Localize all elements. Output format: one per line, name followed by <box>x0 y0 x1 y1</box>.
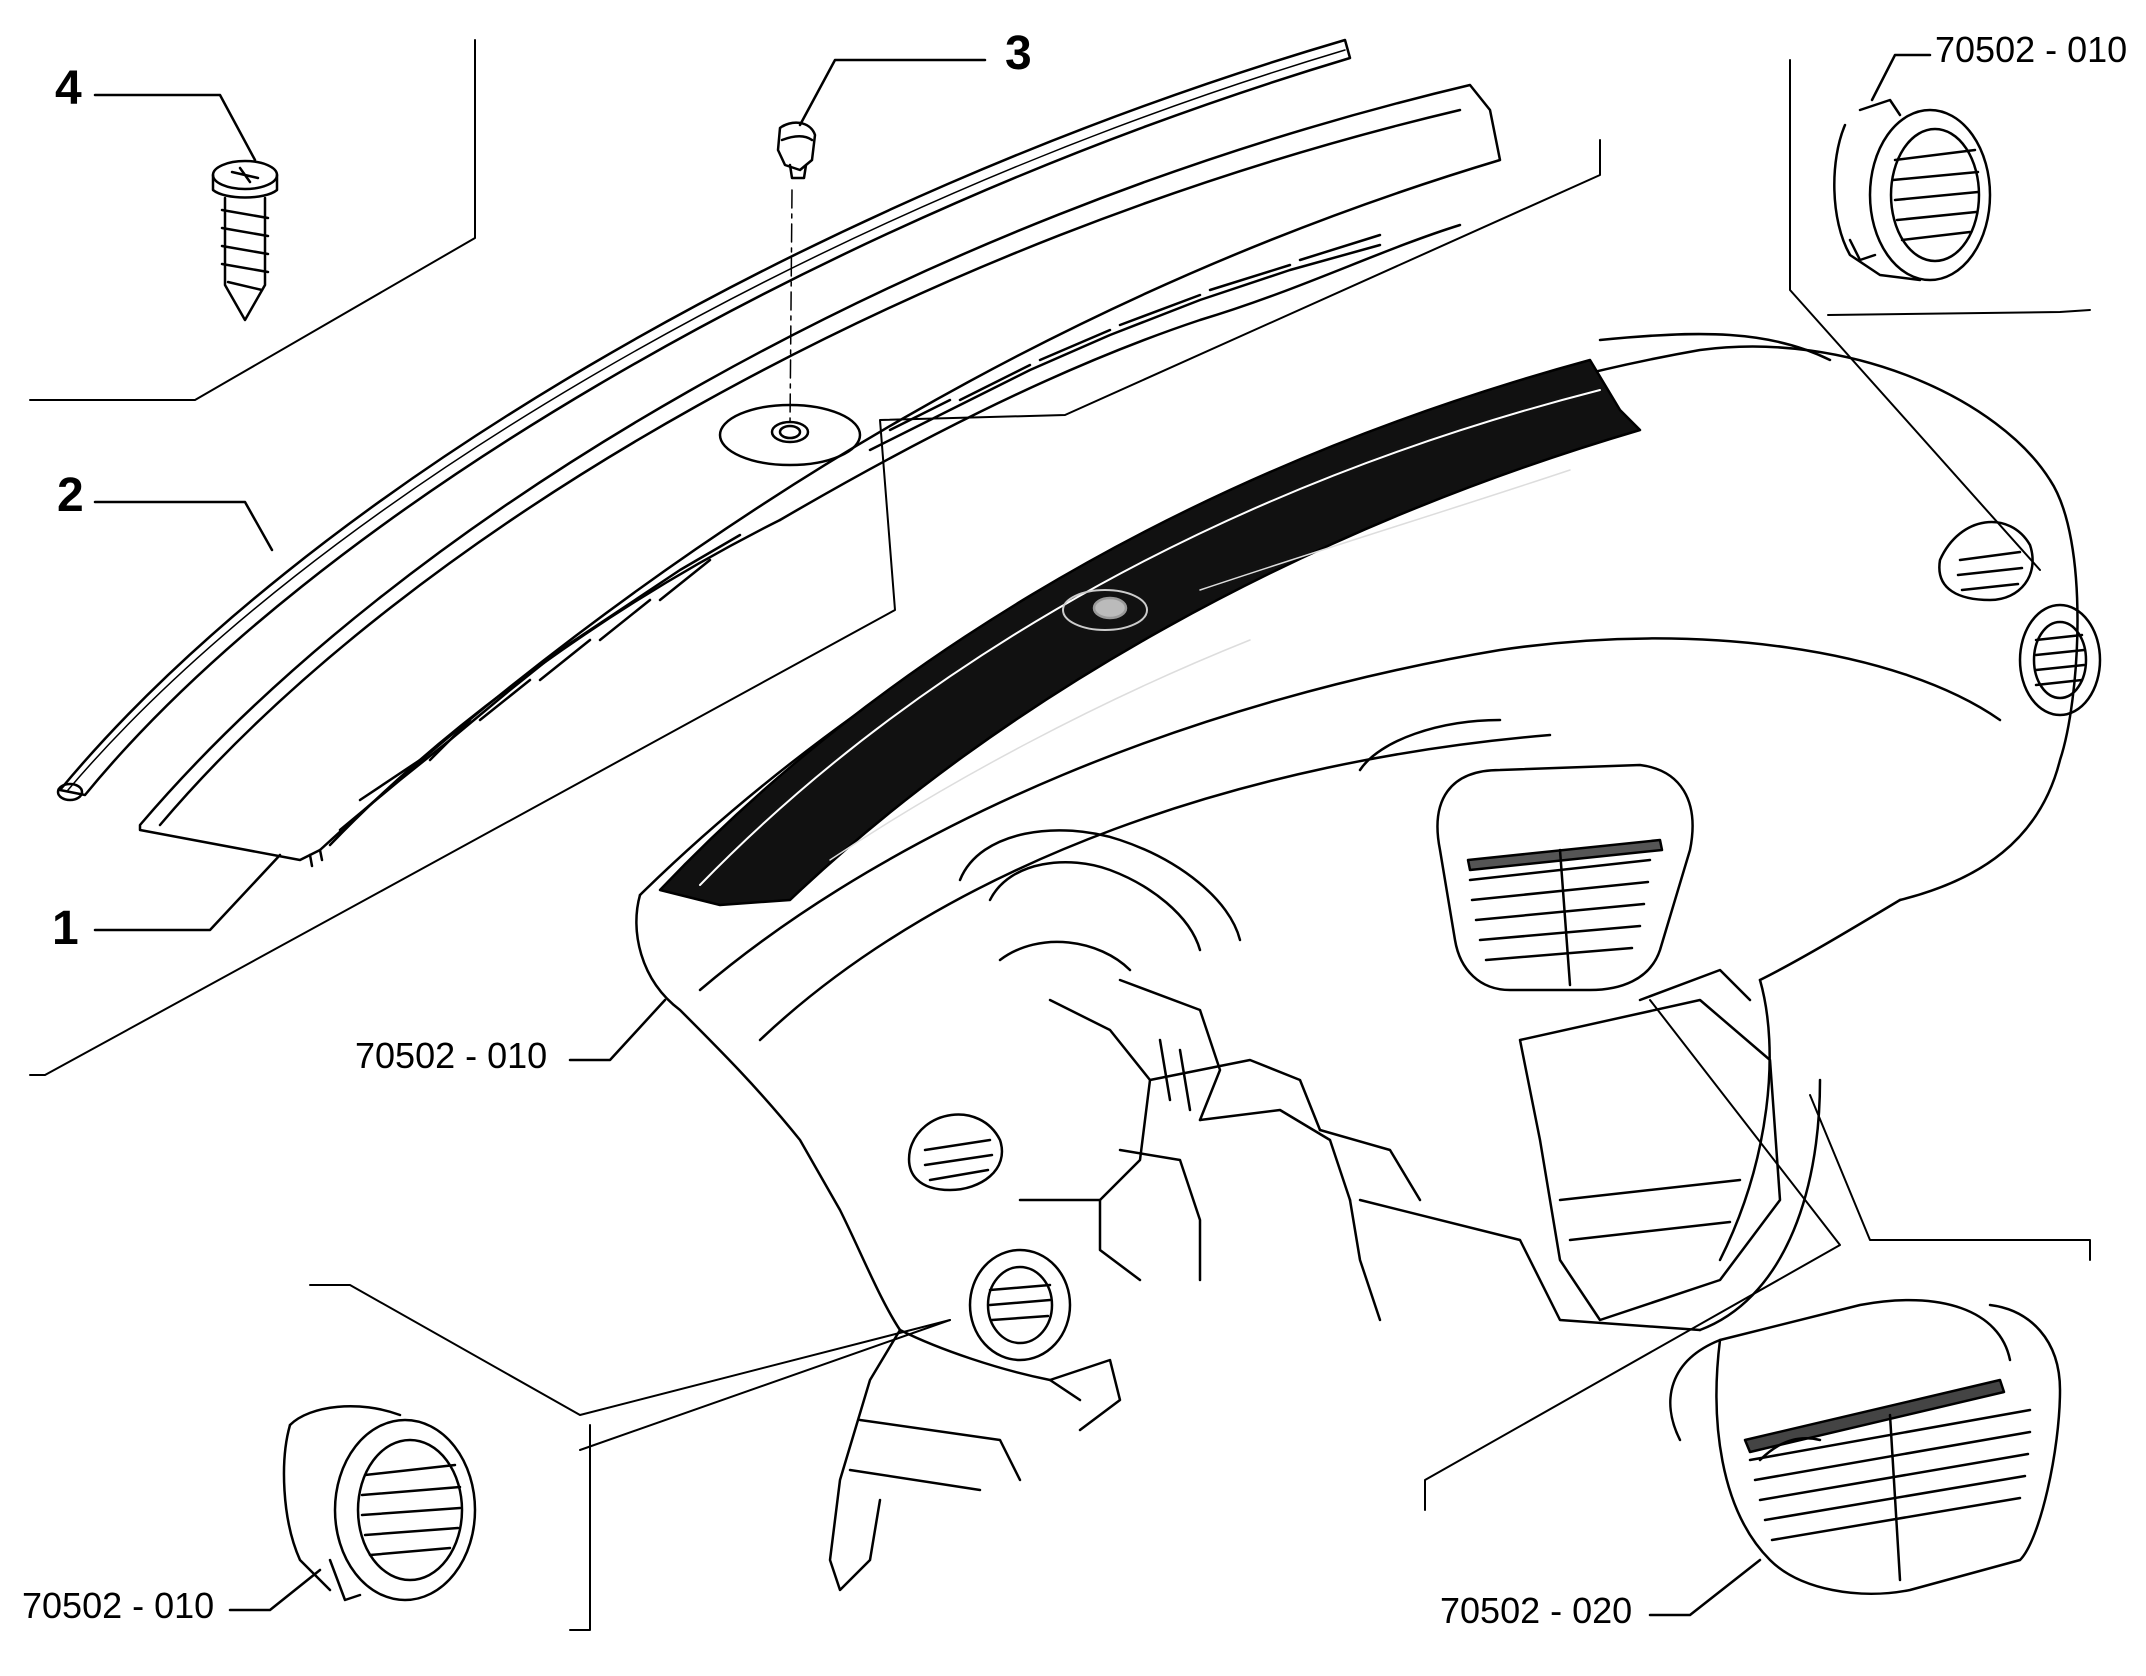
steering-support-structure <box>1018 978 1422 1322</box>
dashboard-center-vent-opening <box>1358 718 1694 992</box>
vent-top-right-icon <box>1833 98 1992 282</box>
callout-2: 2 <box>57 469 84 522</box>
center-console-lower <box>1358 968 1782 1332</box>
callout-4: 4 <box>55 62 82 115</box>
callout-dashboard-code: 70502 - 010 <box>355 1035 548 1076</box>
bracket-lines <box>29 39 2091 1631</box>
side-vent-top-right-icon <box>1938 520 2034 602</box>
dashboard-left-vent <box>968 1248 1072 1362</box>
part-2-seal-strip <box>56 38 1352 802</box>
dashboard-left-side-vent <box>907 1113 1004 1192</box>
callout-vent-top-right-code: 70502 - 010 <box>1935 29 2128 70</box>
callout-1: 1 <box>52 902 79 955</box>
part-1-upper-shroud <box>138 83 1502 868</box>
right-end-vent-icon <box>2018 603 2102 717</box>
instrument-binnacle-outline <box>958 829 1242 972</box>
leader-lines <box>93 53 1932 1617</box>
callout-3: 3 <box>1005 27 1032 80</box>
left-lower-support <box>828 1328 1122 1592</box>
callout-vent-bottom-left-code: 70502 - 010 <box>22 1585 215 1626</box>
dashboard-top-pad-dark <box>658 358 1642 907</box>
part-4-screw-icon <box>211 159 279 322</box>
dashboard-assembly <box>635 332 2102 1592</box>
part-3-clip-icon <box>776 121 817 180</box>
center-vent-assembly-icon <box>1669 1298 2062 1595</box>
clip-centerline <box>789 189 793 426</box>
vent-bottom-left-icon <box>282 1405 477 1602</box>
callout-center-vent-code: 70502 - 020 <box>1440 1590 1633 1631</box>
